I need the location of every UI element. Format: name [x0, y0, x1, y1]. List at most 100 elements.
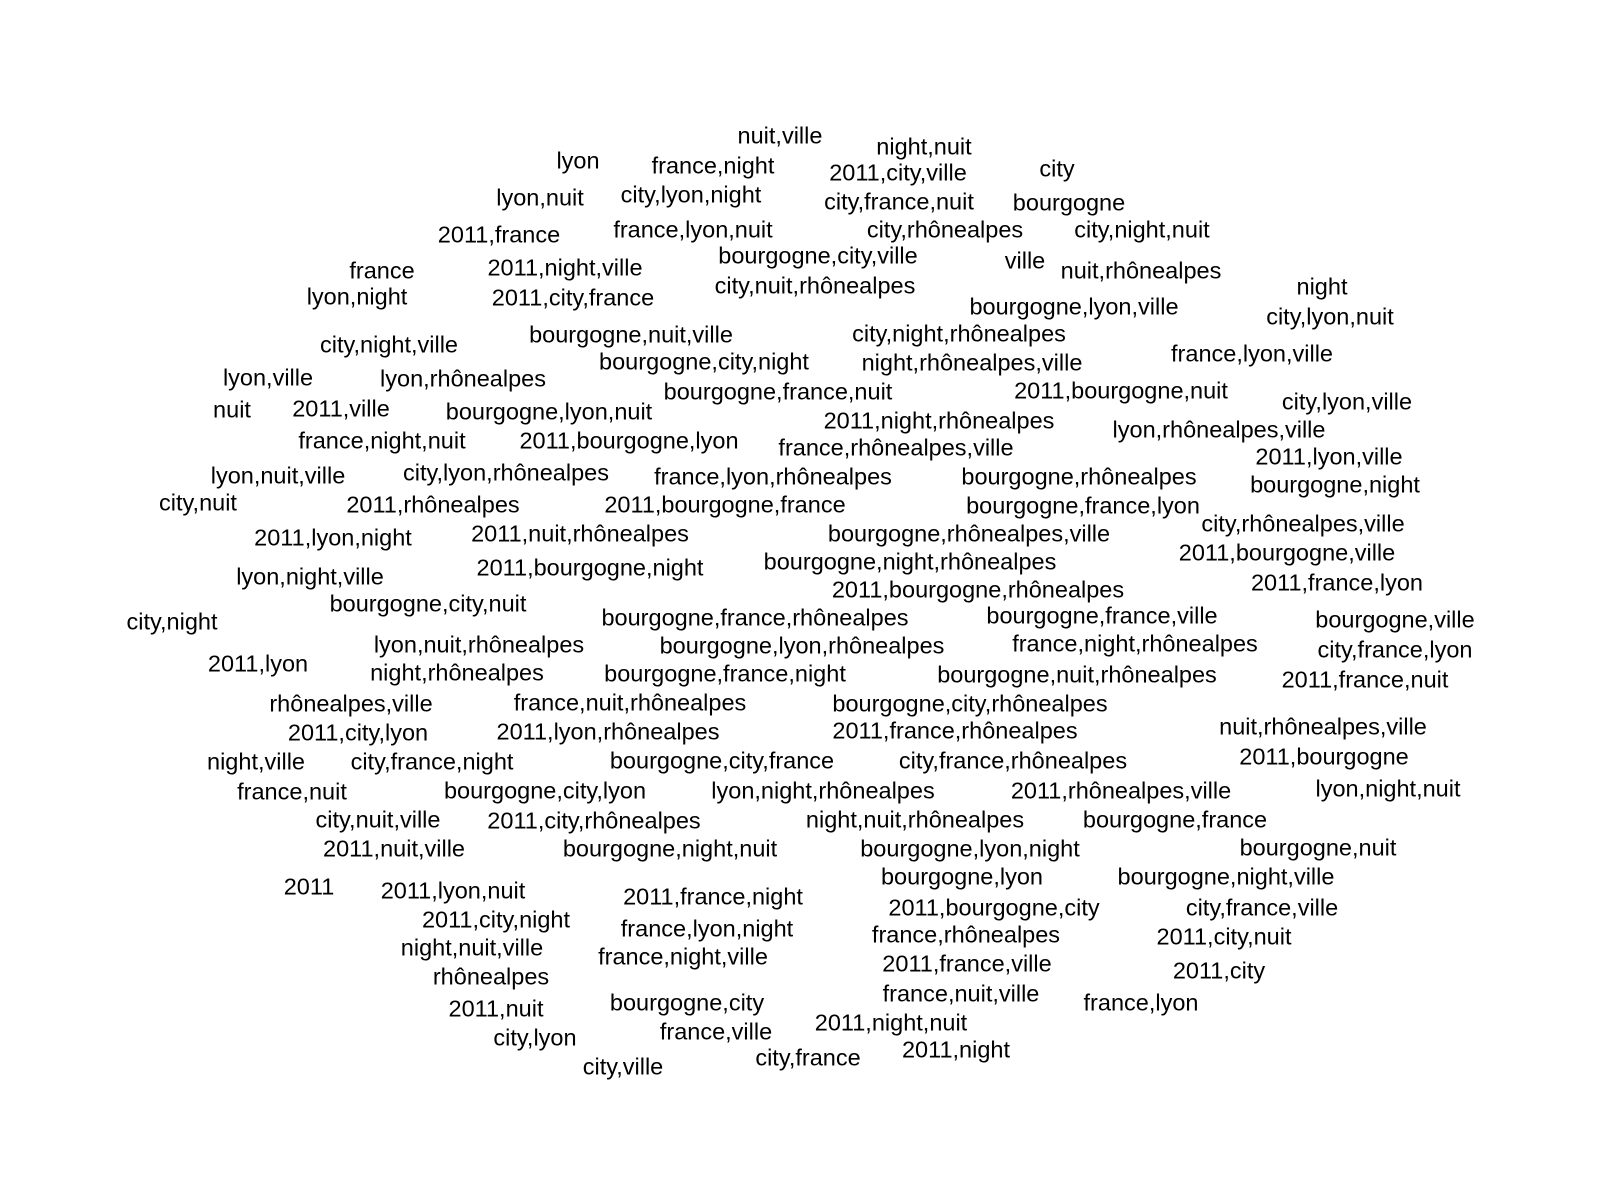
word-bourgogne-france: bourgogne,france	[1082, 806, 1268, 833]
word-city-rhonealpes: city,rhônealpes	[866, 216, 1024, 243]
word-2011-lyon: 2011,lyon	[207, 650, 309, 677]
word-2011-bourgogne-night: 2011,bourgogne,night	[476, 554, 704, 581]
word-2011-city-night: 2011,city,night	[421, 906, 571, 933]
word-france-ville: france,ville	[659, 1018, 773, 1045]
word-bourgogne-city-nuit: bourgogne,city,nuit	[329, 590, 527, 617]
word-rhonealpes-ville: rhônealpes,ville	[269, 690, 433, 717]
word-bourgogne-night: bourgogne,night	[1250, 471, 1420, 498]
word-bourgogne-nuit-ville: bourgogne,nuit,ville	[529, 321, 733, 348]
word-lyon-night-nuit: lyon,night,nuit	[1315, 775, 1461, 802]
word-bourgogne-rhonealpes: bourgogne,rhônealpes	[961, 463, 1197, 490]
word-ville: ville	[1004, 247, 1046, 274]
word-night-nuit-ville: night,nuit,ville	[400, 934, 544, 961]
word-france-night-rhonealpes: france,night,rhônealpes	[1012, 630, 1258, 657]
word-rhonealpes: rhônealpes	[432, 963, 550, 990]
word-city-france-night: city,france,night	[350, 748, 514, 775]
word-france-night-nuit: france,night,nuit	[298, 427, 466, 454]
word-lyon-nuit: lyon,nuit	[496, 184, 584, 211]
word-2011-night-ville: 2011,night,ville	[487, 254, 643, 281]
word-night-rhonealpes: night,rhônealpes	[370, 659, 544, 686]
word-2011-nuit-ville: 2011,nuit,ville	[323, 835, 465, 862]
word-bourgogne-france-rhonealpes: bourgogne,france,rhônealpes	[601, 604, 909, 631]
word-2011-france-lyon: 2011,france,lyon	[1250, 569, 1424, 596]
word-2011-france-ville: 2011,france,ville	[882, 950, 1052, 977]
word-2011-city-france: 2011,city,france	[491, 284, 655, 311]
word-2011-ville: 2011,ville	[292, 395, 390, 422]
word-bourgogne-lyon-nuit: bourgogne,lyon,nuit	[445, 398, 653, 425]
word-france-lyon: france,lyon	[1083, 989, 1199, 1016]
word-bourgogne-city: bourgogne,city	[609, 989, 765, 1016]
word-city-nuit-rhonealpes: city,nuit,rhônealpes	[714, 272, 916, 299]
word-2011-bourgogne-ville: 2011,bourgogne,ville	[1178, 539, 1396, 566]
word-bourgogne-night-ville: bourgogne,night,ville	[1117, 863, 1335, 890]
word-2011-city: 2011,city	[1172, 957, 1266, 984]
word-lyon-rhonealpes: lyon,rhônealpes	[380, 365, 546, 392]
word-lyon-ville: lyon,ville	[222, 364, 314, 391]
word-city-night: city,night	[126, 608, 218, 635]
word-lyon-rhonealpes-ville: lyon,rhônealpes,ville	[1112, 416, 1326, 443]
word-city-lyon-nuit: city,lyon,nuit	[1266, 303, 1394, 330]
word-night-rhonealpes-ville: night,rhônealpes,ville	[861, 349, 1083, 376]
word-bourgogne-ville: bourgogne,ville	[1315, 606, 1475, 633]
word-lyon-night-rhonealpes: lyon,night,rhônealpes	[711, 777, 935, 804]
word-city-nuit: city,nuit	[159, 489, 237, 516]
word-city-france-rhonealpes: city,france,rhônealpes	[898, 747, 1128, 774]
word-city-lyon: city,lyon	[493, 1024, 577, 1051]
word-2011-france-nuit: 2011,france,nuit	[1281, 666, 1449, 693]
word-2011-france-rhonealpes: 2011,france,rhônealpes	[832, 717, 1078, 744]
word-2011-bourgogne-france: 2011,bourgogne,france	[604, 491, 846, 518]
word-bourgogne-france-ville: bourgogne,france,ville	[986, 602, 1218, 629]
word-france-lyon-ville: france,lyon,ville	[1171, 340, 1333, 367]
word-bourgogne-france-nuit: bourgogne,france,nuit	[663, 378, 893, 405]
word-2011-city-rhonealpes: 2011,city,rhônealpes	[487, 807, 701, 834]
word-bourgogne-city-night: bourgogne,city,night	[599, 348, 809, 375]
word-france-lyon-nuit: france,lyon,nuit	[613, 216, 773, 243]
word-city-night-nuit: city,night,nuit	[1074, 216, 1210, 243]
word-france-rhonealpes-ville: france,rhônealpes,ville	[778, 434, 1014, 461]
word-city-lyon-night: city,lyon,night	[620, 181, 762, 208]
word-nuit-rhonealpes-ville: nuit,rhônealpes,ville	[1219, 713, 1427, 740]
word-bourgogne-city-rhonealpes: bourgogne,city,rhônealpes	[832, 690, 1108, 717]
word-lyon: lyon	[556, 147, 600, 174]
word-city-france-nuit: city,france,nuit	[824, 188, 974, 215]
word-night-nuit-rhonealpes: night,nuit,rhônealpes	[805, 806, 1025, 833]
word-france-night-ville: france,night,ville	[598, 943, 768, 970]
word-2011-france-night: 2011,france,night	[623, 883, 803, 910]
word-2011-city-nuit: 2011,city,nuit	[1156, 923, 1292, 950]
word-lyon-night-ville: lyon,night,ville	[236, 563, 384, 590]
word-bourgogne-lyon-night: bourgogne,lyon,night	[860, 835, 1080, 862]
word-city-france-lyon: city,france,lyon	[1317, 636, 1473, 663]
word-2011-lyon-ville: 2011,lyon,ville	[1255, 443, 1403, 470]
word-bourgogne-nuit: bourgogne,nuit	[1239, 834, 1397, 861]
word-france-lyon-rhonealpes: france,lyon,rhônealpes	[654, 463, 892, 490]
word-2011-bourgogne-rhonealpes: 2011,bourgogne,rhônealpes	[831, 576, 1125, 603]
word-city-france: city,france	[755, 1044, 861, 1071]
word-2011-city-lyon: 2011,city,lyon	[287, 719, 429, 746]
word-city-night-rhonealpes: city,night,rhônealpes	[852, 320, 1066, 347]
word-city-lyon-rhonealpes: city,lyon,rhônealpes	[403, 459, 609, 486]
word-france-nuit-rhonealpes: france,nuit,rhônealpes	[513, 689, 747, 716]
word-bourgogne: bourgogne	[1012, 189, 1126, 216]
word-city-rhonealpes-ville: city,rhônealpes,ville	[1201, 510, 1405, 537]
word-bourgogne-france-night: bourgogne,france,night	[604, 660, 846, 687]
word-2011-bourgogne-lyon: 2011,bourgogne,lyon	[519, 427, 739, 454]
word-2011-lyon-night: 2011,lyon,night	[254, 524, 412, 551]
word-2011-rhonealpes: 2011,rhônealpes	[346, 491, 520, 518]
word-nuit-ville: nuit,ville	[737, 122, 823, 149]
word-city: city	[1039, 155, 1075, 182]
word-bourgogne-lyon-rhonealpes: bourgogne,lyon,rhônealpes	[659, 632, 945, 659]
word-nuit-rhonealpes: nuit,rhônealpes	[1060, 257, 1222, 284]
word-2011-nuit: 2011,nuit	[448, 995, 544, 1022]
word-2011-night: 2011,night	[901, 1036, 1011, 1063]
word-france-rhonealpes: france,rhônealpes	[871, 921, 1061, 948]
word-nuit: nuit	[213, 396, 251, 423]
word-city-lyon-ville: city,lyon,ville	[1281, 388, 1413, 415]
word-france-nuit-ville: france,nuit,ville	[882, 980, 1040, 1007]
word-lyon-night: lyon,night	[306, 283, 408, 310]
word-city-france-ville: city,france,ville	[1185, 894, 1339, 921]
word-bourgogne-rhonealpes-ville: bourgogne,rhônealpes,ville	[827, 520, 1111, 547]
word-bourgogne-lyon-ville: bourgogne,lyon,ville	[969, 293, 1179, 320]
word-bourgogne-night-nuit: bourgogne,night,nuit	[562, 835, 778, 862]
word-night: night	[1296, 273, 1348, 300]
